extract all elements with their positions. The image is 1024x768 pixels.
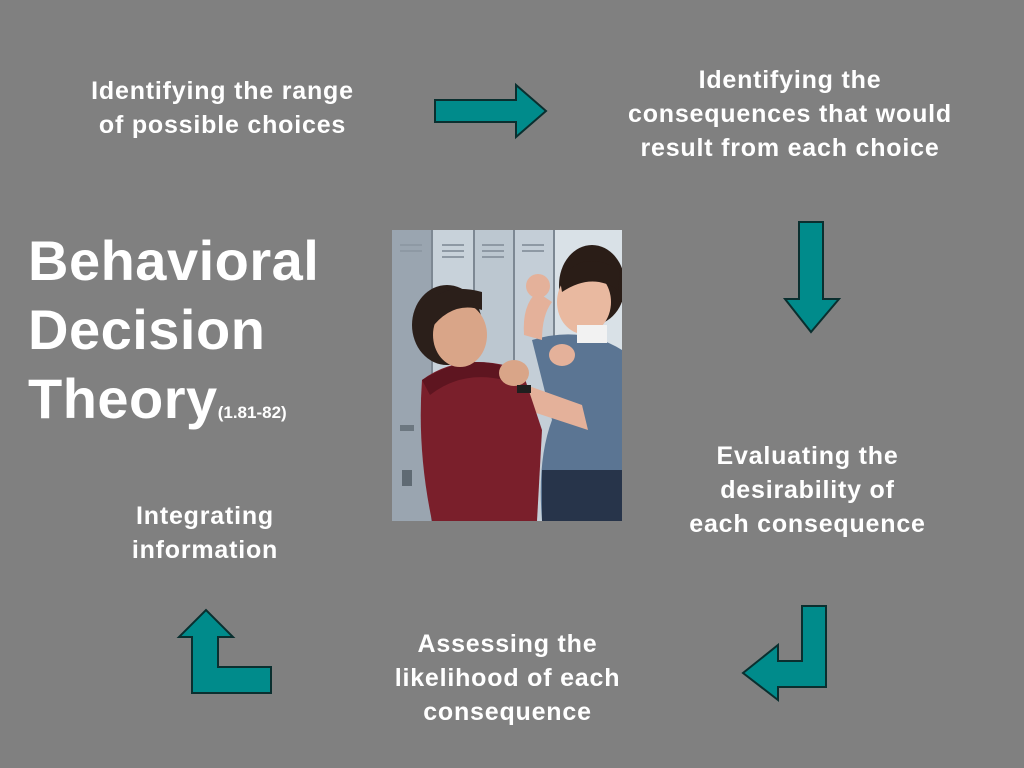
step-4-line-1: Assessing the	[417, 630, 598, 658]
slide-title: Behavioral Decision Theory(1.81-82)	[28, 226, 319, 447]
step-5-line-1: Integrating	[136, 502, 274, 530]
step-3-line-3: each consequence	[689, 510, 926, 538]
arrow-down-icon	[782, 221, 842, 334]
fight-photo-illustration	[392, 230, 622, 521]
step-2-line-2: consequences that would	[627, 100, 952, 128]
step-1-line-2: of possible choices	[98, 111, 347, 139]
step-4-line-2: likelihood of each	[394, 664, 621, 692]
bent-arrow-up-icon	[176, 608, 272, 694]
step-1-line-1: Identifying the range	[91, 77, 354, 105]
step-identifying-choices: Identifying the range of possible choice…	[50, 74, 395, 142]
step-2-line-1: Identifying the	[698, 66, 882, 94]
step-3-line-1: Evaluating the	[716, 442, 899, 470]
bent-arrow-left-icon	[741, 605, 827, 703]
title-line-1: Behavioral	[28, 229, 320, 292]
title-line-3: Theory(1.81-82)	[28, 364, 319, 447]
title-reference: (1.81-82)	[217, 403, 287, 422]
step-3-line-2: desirability of	[720, 476, 895, 504]
step-4-line-3: consequence	[423, 698, 592, 726]
step-2-line-3: result from each choice	[640, 134, 940, 162]
title-line-3-text: Theory	[28, 367, 218, 430]
step-identifying-consequences: Identifying the consequences that would …	[580, 63, 1000, 165]
step-5-line-2: information	[131, 536, 279, 564]
arrow-right-icon	[434, 82, 548, 140]
step-evaluating-desirability: Evaluating the desirability of each cons…	[650, 439, 965, 541]
photo-students-fighting	[392, 230, 622, 521]
step-integrating-information: Integrating information	[90, 499, 320, 567]
step-assessing-likelihood: Assessing the likelihood of each consequ…	[355, 627, 660, 729]
title-line-2: Decision	[28, 298, 266, 361]
